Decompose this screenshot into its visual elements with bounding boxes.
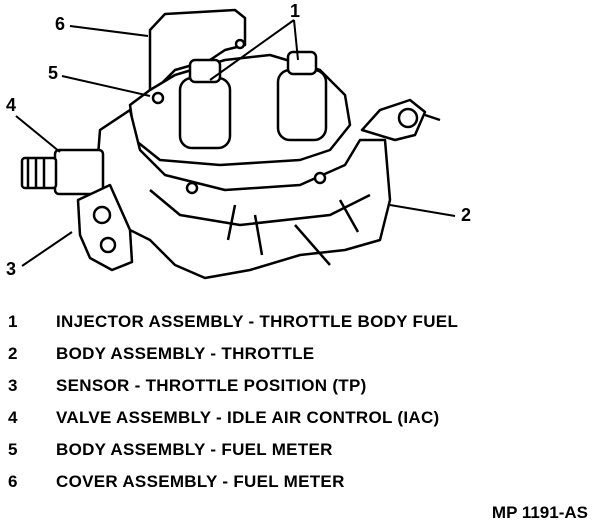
legend-description: SENSOR - THROTTLE POSITION (TP) <box>56 376 367 395</box>
injector-left <box>178 76 232 150</box>
callout-5: 5 <box>48 63 59 83</box>
legend-number: 1 <box>8 312 18 331</box>
leader-6 <box>69 25 149 37</box>
legend-description: BODY ASSEMBLY - FUEL METER <box>56 440 333 459</box>
legend-item: 5 BODY ASSEMBLY - FUEL METER <box>0 440 608 466</box>
legend-item: 2 BODY ASSEMBLY - THROTTLE <box>0 344 608 370</box>
leader-1b <box>293 19 299 61</box>
legend-item: 3 SENSOR - THROTTLE POSITION (TP) <box>0 376 608 402</box>
legend-description: COVER ASSEMBLY - FUEL METER <box>56 472 345 491</box>
figure-code: MP 1191-AS <box>491 503 588 522</box>
legend-number: 4 <box>8 408 18 427</box>
legend-description: VALVE ASSEMBLY - IDLE AIR CONTROL (IAC) <box>56 408 440 427</box>
tp-sensor <box>76 183 134 272</box>
callout-4: 4 <box>6 95 17 115</box>
legend-number: 3 <box>8 376 18 395</box>
injector-right <box>276 68 328 142</box>
callout-3: 3 <box>6 259 17 279</box>
legend-item: 4 VALVE ASSEMBLY - IDLE AIR CONTROL (IAC… <box>0 408 608 434</box>
throttle-body-illustration <box>15 8 456 280</box>
leader-3 <box>21 231 73 267</box>
legend-number: 6 <box>8 472 18 491</box>
legend-item: 6 COVER ASSEMBLY - FUEL METER <box>0 472 608 498</box>
legend-description: BODY ASSEMBLY - THROTTLE <box>56 344 315 363</box>
leader-4 <box>15 115 61 153</box>
leader-5 <box>61 75 151 97</box>
legend-item: 1 INJECTOR ASSEMBLY - THROTTLE BODY FUEL <box>0 312 608 338</box>
leader-1a <box>209 19 295 81</box>
callout-6: 6 <box>55 14 66 34</box>
legend-number: 2 <box>8 344 18 363</box>
callout-2: 2 <box>461 205 472 225</box>
leader-2 <box>389 204 456 217</box>
iac-valve <box>53 148 105 196</box>
callout-1: 1 <box>290 1 301 21</box>
legend-description: INJECTOR ASSEMBLY - THROTTLE BODY FUEL <box>56 312 459 331</box>
throttle-body <box>93 108 392 280</box>
legend-number: 5 <box>8 440 18 459</box>
